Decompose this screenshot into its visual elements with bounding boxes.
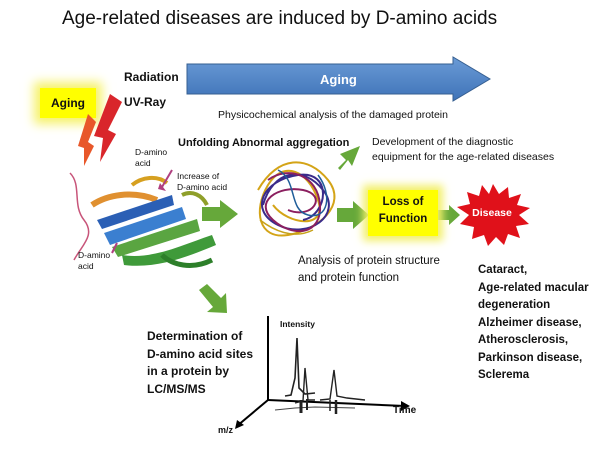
disease-list-item: Sclerema xyxy=(478,369,530,381)
d-amino-bottom-line-2: acid xyxy=(78,261,94,271)
chart-intensity-label: Intensity xyxy=(280,319,315,329)
loss-of-function-box: Loss of Function xyxy=(368,190,438,236)
disease-list: Cataract, Age-related macular degeneration… xyxy=(478,262,589,385)
d-amino-bottom-line-1: D-amino xyxy=(78,250,111,260)
arrow-to-aggregation xyxy=(202,200,238,228)
lcms-chart xyxy=(235,316,410,429)
page-title: Age-related diseases are induced by D-am… xyxy=(62,8,498,29)
analysis-label: Analysis of protein structure and protei… xyxy=(298,253,440,286)
arrow-to-disease xyxy=(438,205,460,225)
protein-structure-image xyxy=(69,169,216,268)
development-line-2: equipment for the age-related diseases xyxy=(372,151,555,163)
radiation-label: Radiation xyxy=(124,70,179,84)
aggregated-protein-image xyxy=(257,161,336,237)
increase-label: Increase of D-amino acid xyxy=(177,171,227,193)
determination-line: in a protein by xyxy=(147,364,230,378)
unfolding-label: Unfolding Abnormal aggregation xyxy=(178,137,350,149)
physicochemical-label: Physicochemical analysis of the damaged … xyxy=(218,109,448,121)
determination-line: D-amino acid sites xyxy=(147,346,254,361)
development-label: Development of the diagnostic equipment … xyxy=(372,135,554,165)
uv-ray-label: UV-Ray xyxy=(124,95,167,109)
loss-line-1: Loss of xyxy=(382,196,424,208)
analysis-line-2: and protein function xyxy=(298,271,400,284)
radiation-arrows xyxy=(78,94,122,166)
disease-list-item: Atherosclerosis, xyxy=(478,334,569,346)
chart-time-label: Time xyxy=(393,405,417,416)
disease-list-item: degeneration xyxy=(478,299,551,311)
d-amino-acid-top-label: D-amino acid xyxy=(135,147,167,169)
disease-list-item: Age-related macular xyxy=(478,281,589,294)
disease-splash xyxy=(457,184,530,246)
arrow-to-development xyxy=(338,146,360,170)
increase-line-1: Increase of xyxy=(177,171,220,181)
aging-arrow xyxy=(186,56,491,102)
determination-line: Determination of xyxy=(147,329,243,343)
arrow-to-determination xyxy=(199,284,227,313)
chart-mz-label: m/z xyxy=(218,425,234,435)
aging-arrow-label: Aging xyxy=(320,72,357,87)
d-amino-acid-bottom-label: D-amino acid xyxy=(78,250,110,272)
disease-list-item: Alzheimer disease, xyxy=(478,316,582,329)
analysis-line-1: Analysis of protein structure xyxy=(298,255,440,267)
disease-label: Disease xyxy=(472,207,512,219)
aging-box: Aging xyxy=(40,88,96,118)
determination-line: LC/MS/MS xyxy=(147,381,206,396)
loss-line-2: Function xyxy=(378,213,428,225)
arrow-to-loss xyxy=(337,201,369,229)
disease-list-item: Cataract, xyxy=(478,264,528,276)
d-amino-top-line-1: D-amino xyxy=(135,147,168,157)
increase-line-2: D-amino acid xyxy=(177,182,228,192)
development-line-1: Development of the diagnostic xyxy=(372,136,514,148)
determination-label: Determination of D-amino acid sites in a p… xyxy=(147,328,253,398)
disease-list-item: Parkinson disease, xyxy=(478,351,583,364)
d-amino-top-line-2: acid xyxy=(135,158,151,168)
